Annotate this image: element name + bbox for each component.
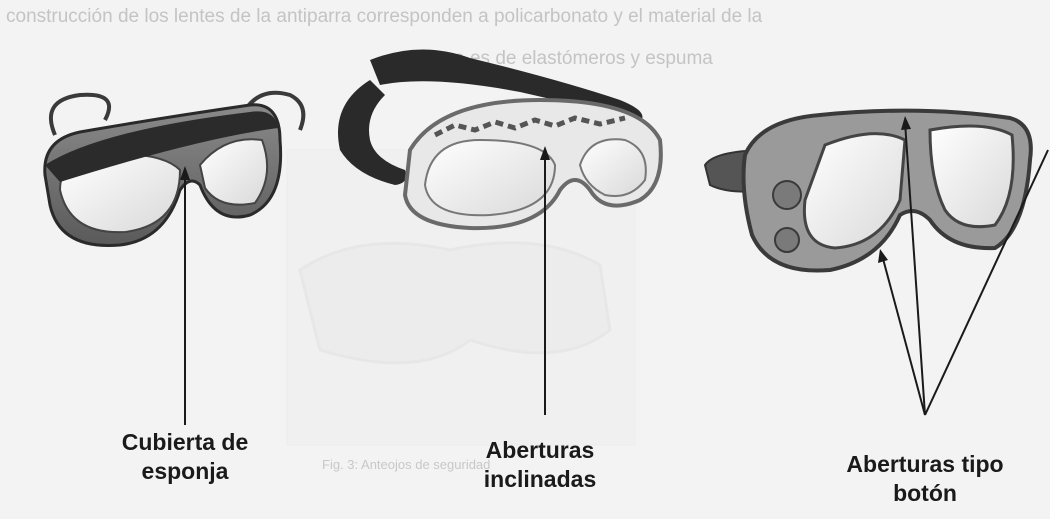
callout-button-vents-line2: botón (830, 479, 1020, 508)
callout-foam-cover-line2: esponja (105, 457, 265, 486)
callout-angled-vents-line2: inclinadas (460, 465, 620, 494)
callout-button-vents-line1: Aberturas tipo (830, 450, 1020, 479)
callout-foam-cover-line1: Cubierta de (105, 428, 265, 457)
callout-button-vents: Aberturas tipo botón (830, 450, 1020, 508)
callout-angled-vents: Aberturas inclinadas (460, 436, 620, 494)
callout-angled-vents-line1: Aberturas (460, 436, 620, 465)
button-vent-goggles-image (705, 111, 1031, 271)
foam-goggles-image (45, 93, 304, 246)
callout-foam-cover: Cubierta de esponja (105, 428, 265, 486)
